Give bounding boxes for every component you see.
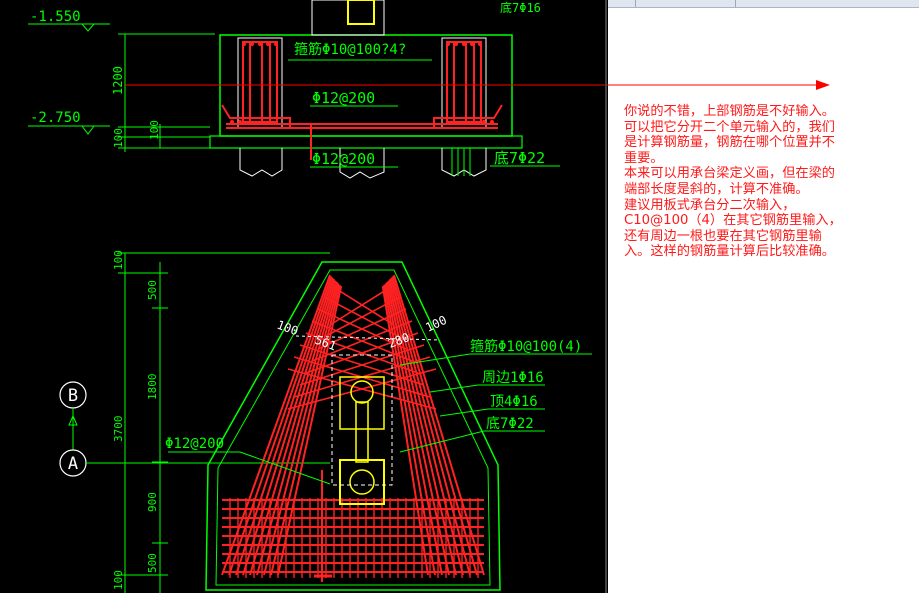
comment-line: 本来可以用承台梁定义画，但在梁的 — [624, 166, 835, 182]
pile-cap-box — [339, 459, 385, 505]
dimension-text: 1800 — [146, 374, 159, 401]
rebar-line — [391, 276, 478, 576]
top-bar-label: 顶4Φ16 — [490, 394, 538, 410]
axis-arrow-icon — [68, 414, 78, 426]
column-outline — [311, 0, 385, 36]
pile-cage-outline — [237, 37, 283, 129]
dimension-text: 280 — [386, 330, 411, 351]
top-strip-segment — [635, 0, 736, 7]
top-strip-segment — [595, 0, 636, 7]
comment-line: 可以把它分开二个单元输入的，我们 — [624, 119, 835, 135]
cushion-layer-outline — [209, 135, 523, 149]
elevation-label: -1.550 — [30, 9, 81, 25]
comment-line: 是计算钢筋量，钢筋在哪个位置并不 — [624, 135, 835, 151]
rebar-line — [393, 274, 485, 576]
elevation-triangle-icon — [81, 125, 95, 135]
dimension-text: 3700 — [112, 416, 125, 443]
cad-drawing-panel — [0, 0, 608, 593]
dimension-text: 500 — [146, 553, 159, 573]
tie-beam — [355, 401, 369, 463]
plan-view: 100 500 1800 3700 900 500 100 B A 100 56… — [59, 250, 592, 593]
leader-lines — [168, 353, 592, 485]
dimension-text: 500 — [146, 280, 159, 300]
stirrup-label: 箍筋Φ10@100(4) — [470, 338, 582, 355]
rebar-line — [221, 274, 331, 576]
pile-cage-outline — [441, 37, 487, 129]
axis-label-b: B — [68, 386, 78, 406]
comment-text: 你说的不错，上部钢筋是不好输入。可以把它分开二个单元输入的，我们是计算钢筋量，钢… — [624, 104, 916, 260]
dimension-ticks — [118, 252, 330, 576]
bottom-bar-label: 底7Φ22 — [486, 416, 534, 432]
rebar-dots — [230, 42, 494, 124]
dimension-line — [295, 335, 441, 341]
rebar-line — [329, 284, 395, 326]
rebar-line — [242, 278, 336, 576]
bottom-bar-label: Φ12@200 — [312, 150, 375, 168]
rebar-line — [388, 278, 464, 576]
rebar-line — [235, 277, 334, 576]
rebar-line — [249, 280, 337, 576]
rebar-line — [387, 280, 457, 576]
rebar-line — [287, 368, 437, 410]
pile-circle-icon — [349, 469, 375, 495]
cap-outline-outer — [205, 261, 501, 591]
comment-line: 你说的不错，上部钢筋是不好输入。 — [624, 104, 835, 119]
comment-line: C10@100（4）在其它钢筋里输入， — [624, 213, 842, 229]
cap-outline-inner — [215, 269, 491, 586]
comment-line: 还有周边一根也要在其它钢筋里输 — [624, 228, 822, 244]
column-core — [347, 0, 375, 25]
dimension-text: 100 — [275, 318, 300, 339]
perimeter-bar-label: 周边1Φ16 — [482, 370, 544, 386]
bottom-main-label: 底7Φ22 — [494, 149, 545, 167]
pile-rebar-lines — [451, 148, 471, 176]
dimension-text: 100 — [112, 250, 125, 270]
dimension-text: 100 — [148, 120, 161, 140]
column-outline — [339, 376, 385, 430]
dimension-text: 900 — [146, 492, 159, 512]
elevation-triangle-icon — [80, 23, 96, 32]
comment-line: 建议用板式承台分二次输入， — [624, 197, 796, 213]
arrow-head-icon — [816, 80, 830, 90]
elevation-label: -2.750 — [30, 110, 81, 126]
comment-line: 端部长度是斜的，计算不准确。 — [624, 181, 809, 197]
dimension-text: 1200 — [111, 66, 125, 95]
top-bar-label: Φ12@200 — [312, 89, 375, 107]
dimension-text: 100 — [112, 570, 125, 590]
stirrup-cage-rebar — [221, 41, 503, 160]
pile-circle-icon — [350, 380, 374, 404]
comment-line: 重要。 — [624, 150, 664, 166]
mesh-bar-label: Φ12@200 — [165, 436, 224, 452]
comment-line: 入。这样的钢筋量计算后比较准确。 — [624, 244, 835, 260]
top-cut-label: 底7Φ16 — [500, 0, 541, 15]
rebar-mesh — [221, 274, 485, 582]
stirrup-label: 箍筋Φ10@100?4? — [294, 41, 406, 58]
dimension-text: 561 — [313, 333, 338, 354]
dimension-text: 100 — [112, 128, 125, 148]
section-view: -1.550 -2.750 1200 100 100 — [28, 0, 830, 179]
rebar-line — [390, 277, 471, 576]
axis-label-a: A — [68, 454, 78, 474]
column-zone-outline — [331, 354, 393, 486]
